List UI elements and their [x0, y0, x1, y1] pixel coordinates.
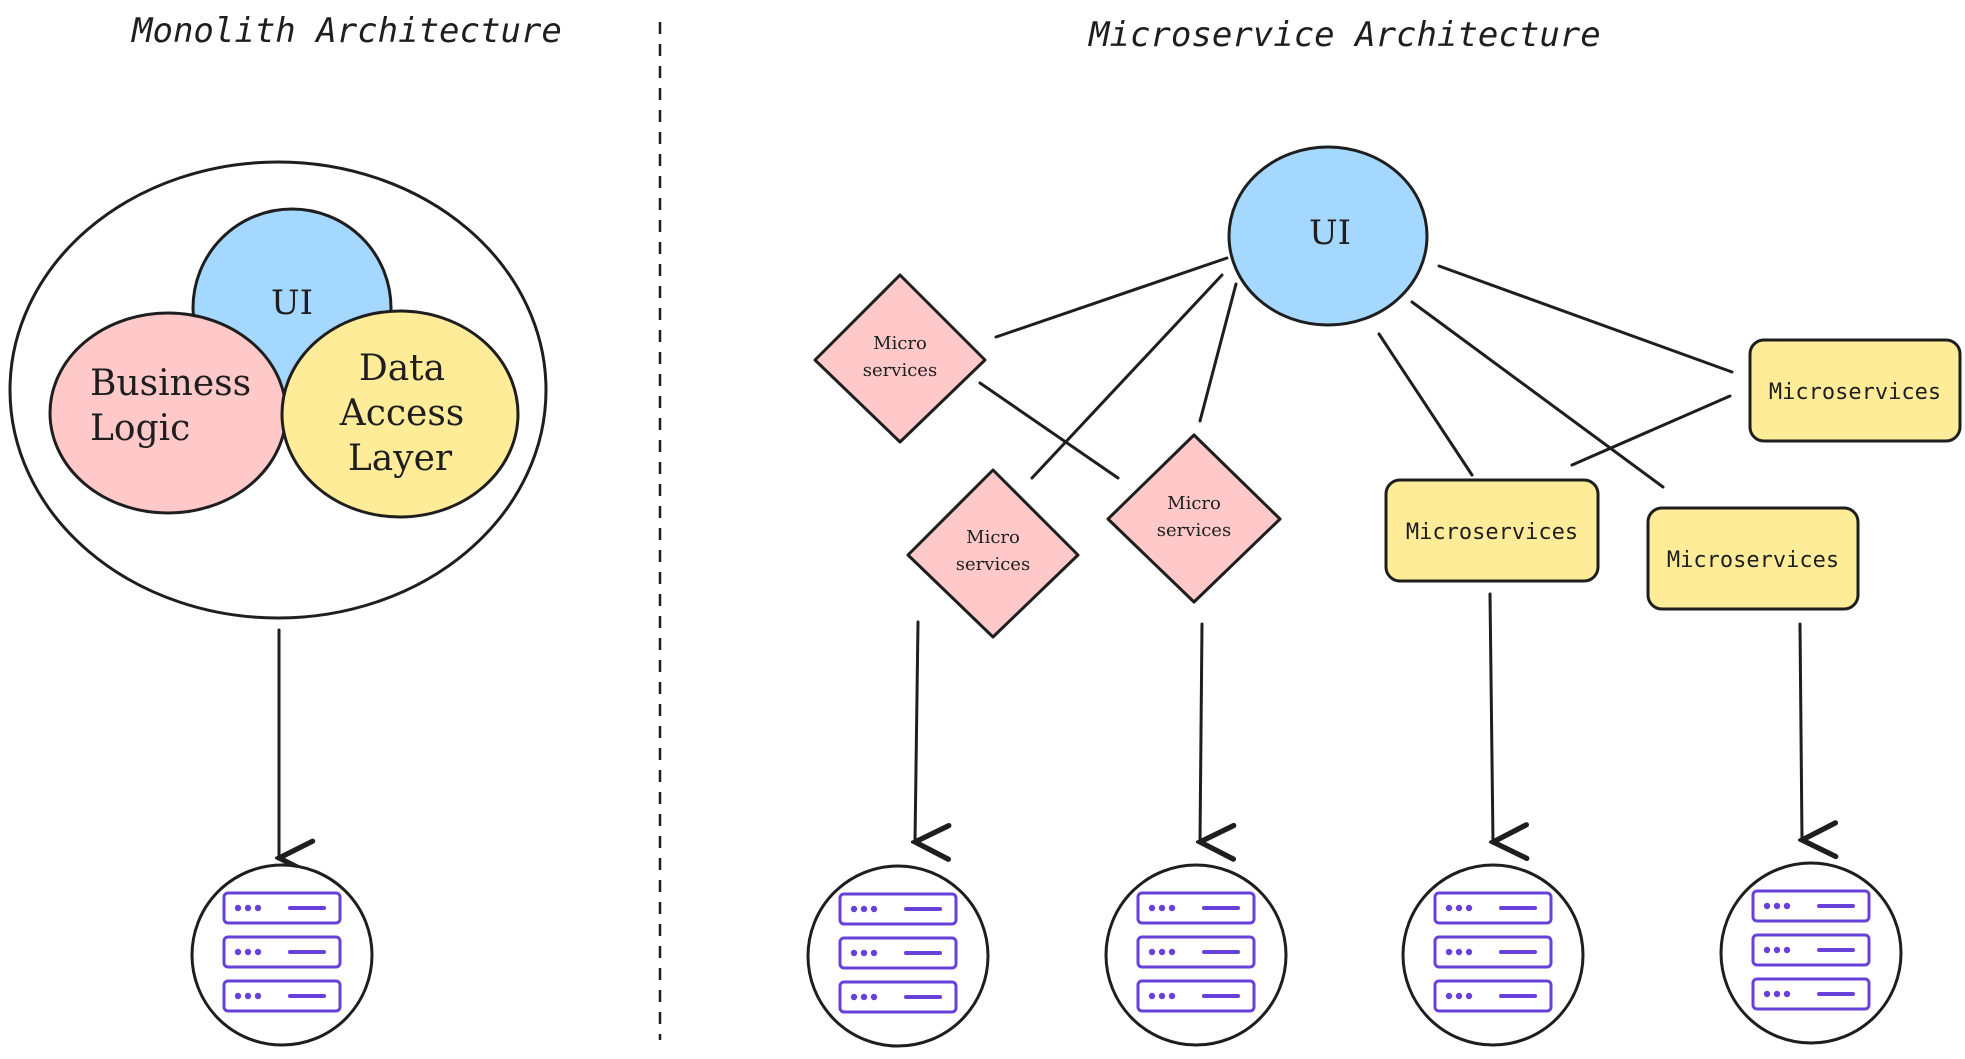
monolith-database-icon	[190, 863, 374, 1047]
microservice-diamond-2: Micro services	[906, 468, 1080, 639]
microservice-box-2: Microservices	[1646, 506, 1860, 611]
connector-ui-diamond2	[1030, 273, 1224, 480]
database-icon-1	[806, 864, 990, 1048]
monolith-business-label-line2: Logic	[90, 408, 190, 449]
connector-diamond1-diamond3	[978, 381, 1120, 480]
microservice-ui-label: UI	[1309, 213, 1351, 253]
box-1-label: Microservices	[1406, 520, 1578, 545]
diamond-3-label-line2: services	[1157, 520, 1231, 541]
database-icon-3	[1401, 863, 1585, 1047]
ui-connectors	[978, 256, 1734, 489]
box-3-label: Microservices	[1769, 380, 1941, 405]
connector-ui-box3	[1437, 264, 1734, 374]
arrow-diamond3-db	[1200, 622, 1202, 842]
microservice-box-3: Microservices	[1748, 338, 1962, 443]
arrow-box2-db	[1800, 622, 1802, 840]
monolith-title: Monolith Architecture	[131, 11, 562, 51]
microservice-diamond-3: Micro services	[1106, 433, 1282, 604]
connector-ui-diamond3	[1198, 282, 1238, 423]
monolith-data-label-line3: Layer	[348, 438, 453, 479]
microservice-box-1: Microservices	[1384, 478, 1600, 583]
monolith-business-label-line1: Business	[90, 363, 251, 404]
diamond-3-label-line1: Micro	[1167, 493, 1221, 514]
connector-ui-box1	[1377, 332, 1474, 477]
diamond-1-label-line2: services	[863, 360, 937, 381]
diamond-2-label-line2: services	[956, 554, 1030, 575]
connector-ui-box2	[1410, 300, 1665, 489]
microservice-ui-circle	[1227, 145, 1429, 327]
monolith-data-label-line2: Access	[339, 393, 465, 434]
diamond-1-label-line1: Micro	[873, 333, 927, 354]
monolith-data-label-line1: Data	[359, 348, 445, 389]
microservice-diamond-1: Micro services	[813, 273, 987, 444]
database-icon-4	[1719, 861, 1903, 1045]
connector-box3-box1	[1570, 394, 1732, 467]
arrow-box1-db	[1488, 592, 1493, 842]
microservice-title: Microservice Architecture	[1088, 15, 1601, 55]
connector-ui-diamond1	[994, 256, 1229, 339]
box-2-label: Microservices	[1667, 548, 1839, 573]
diamond-2-label-line1: Micro	[966, 527, 1020, 548]
database-icon-2	[1104, 863, 1288, 1047]
arrow-diamond2-db	[915, 620, 918, 842]
monolith-ui-label: UI	[271, 283, 313, 323]
monolith-data-access-circle	[280, 309, 520, 519]
